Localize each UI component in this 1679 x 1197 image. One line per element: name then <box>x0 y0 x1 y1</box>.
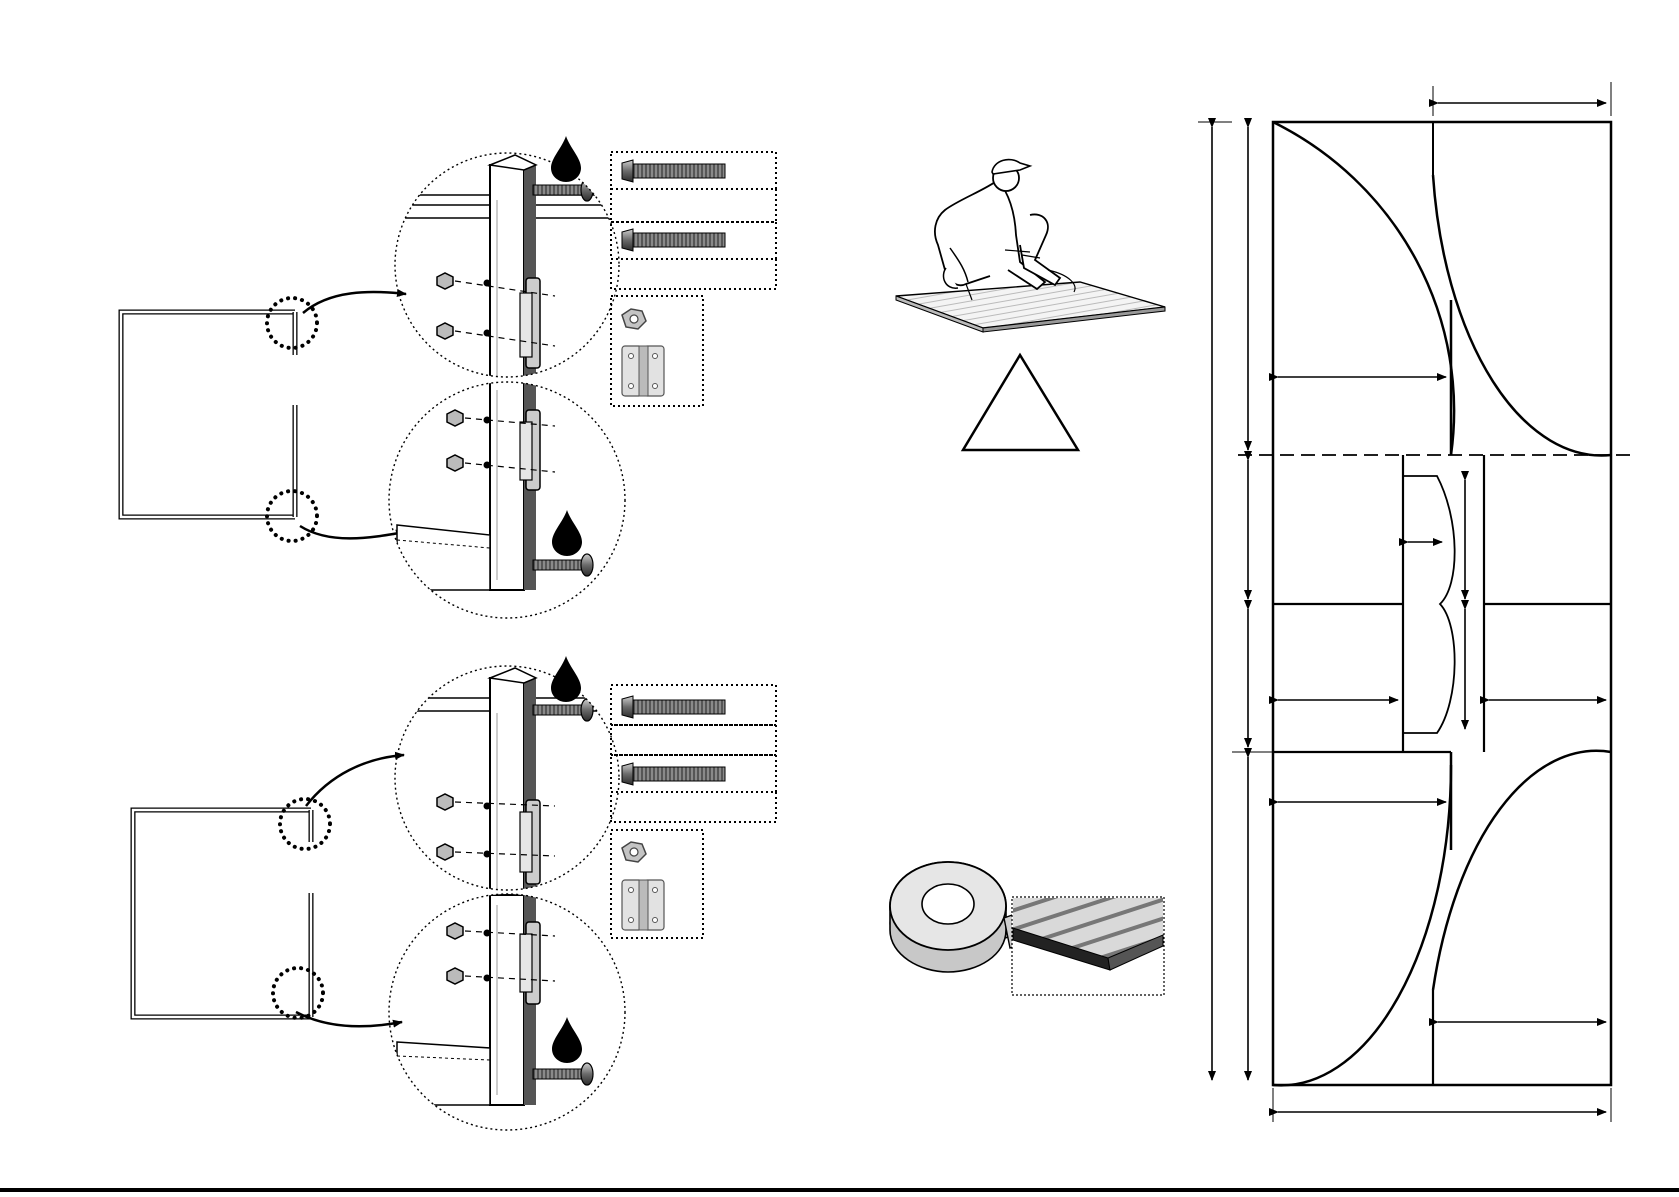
bolt-insert-icon <box>533 179 612 201</box>
warning-triangle-icon <box>963 355 1078 450</box>
step-2-assembly <box>133 656 776 1130</box>
callout-arrow-top <box>306 755 404 806</box>
corner-highlight-top <box>267 298 317 348</box>
parts-list <box>611 685 776 938</box>
hinge-icon <box>622 880 664 930</box>
hex-nut-icon <box>447 923 463 984</box>
oil-drop-icon <box>552 1017 582 1063</box>
lower-corner-detail <box>389 894 625 1130</box>
corner-highlight-bottom <box>273 968 323 1018</box>
corner-highlight-top <box>280 799 330 849</box>
hinge-icon <box>622 346 664 396</box>
cut-layout-plan <box>1232 122 1630 1085</box>
long-bolt-icon <box>622 696 725 718</box>
worker-kneeling-on-mat-icon <box>896 160 1165 332</box>
nut-icon <box>622 309 646 329</box>
upper-corner-detail <box>395 666 619 898</box>
callout-arrow-top <box>303 292 406 313</box>
nut-icon <box>622 842 646 862</box>
oil-drop-icon <box>552 510 582 556</box>
oil-drop-icon <box>551 656 581 702</box>
bolt-insert-icon <box>533 554 593 576</box>
lower-corner-detail <box>389 380 625 618</box>
parts-list <box>611 152 776 406</box>
hex-nut-icon <box>447 410 463 471</box>
hex-nut-icon <box>437 794 453 860</box>
tape-applied-to-edge-icon <box>1012 897 1164 995</box>
open-frame-diagram <box>133 810 311 1017</box>
upper-corner-detail <box>395 153 619 385</box>
step-1-assembly <box>121 136 776 618</box>
long-bolt-icon <box>622 160 725 182</box>
callout-arrow-bottom <box>300 526 405 538</box>
footer-rule <box>0 1188 1679 1192</box>
oil-drop-icon <box>551 136 581 182</box>
medium-bolt-icon <box>622 763 725 785</box>
open-frame-diagram <box>121 312 295 517</box>
hex-nut-icon <box>437 273 453 339</box>
medium-bolt-icon <box>622 229 725 251</box>
bolt-insert-icon <box>533 1063 593 1085</box>
